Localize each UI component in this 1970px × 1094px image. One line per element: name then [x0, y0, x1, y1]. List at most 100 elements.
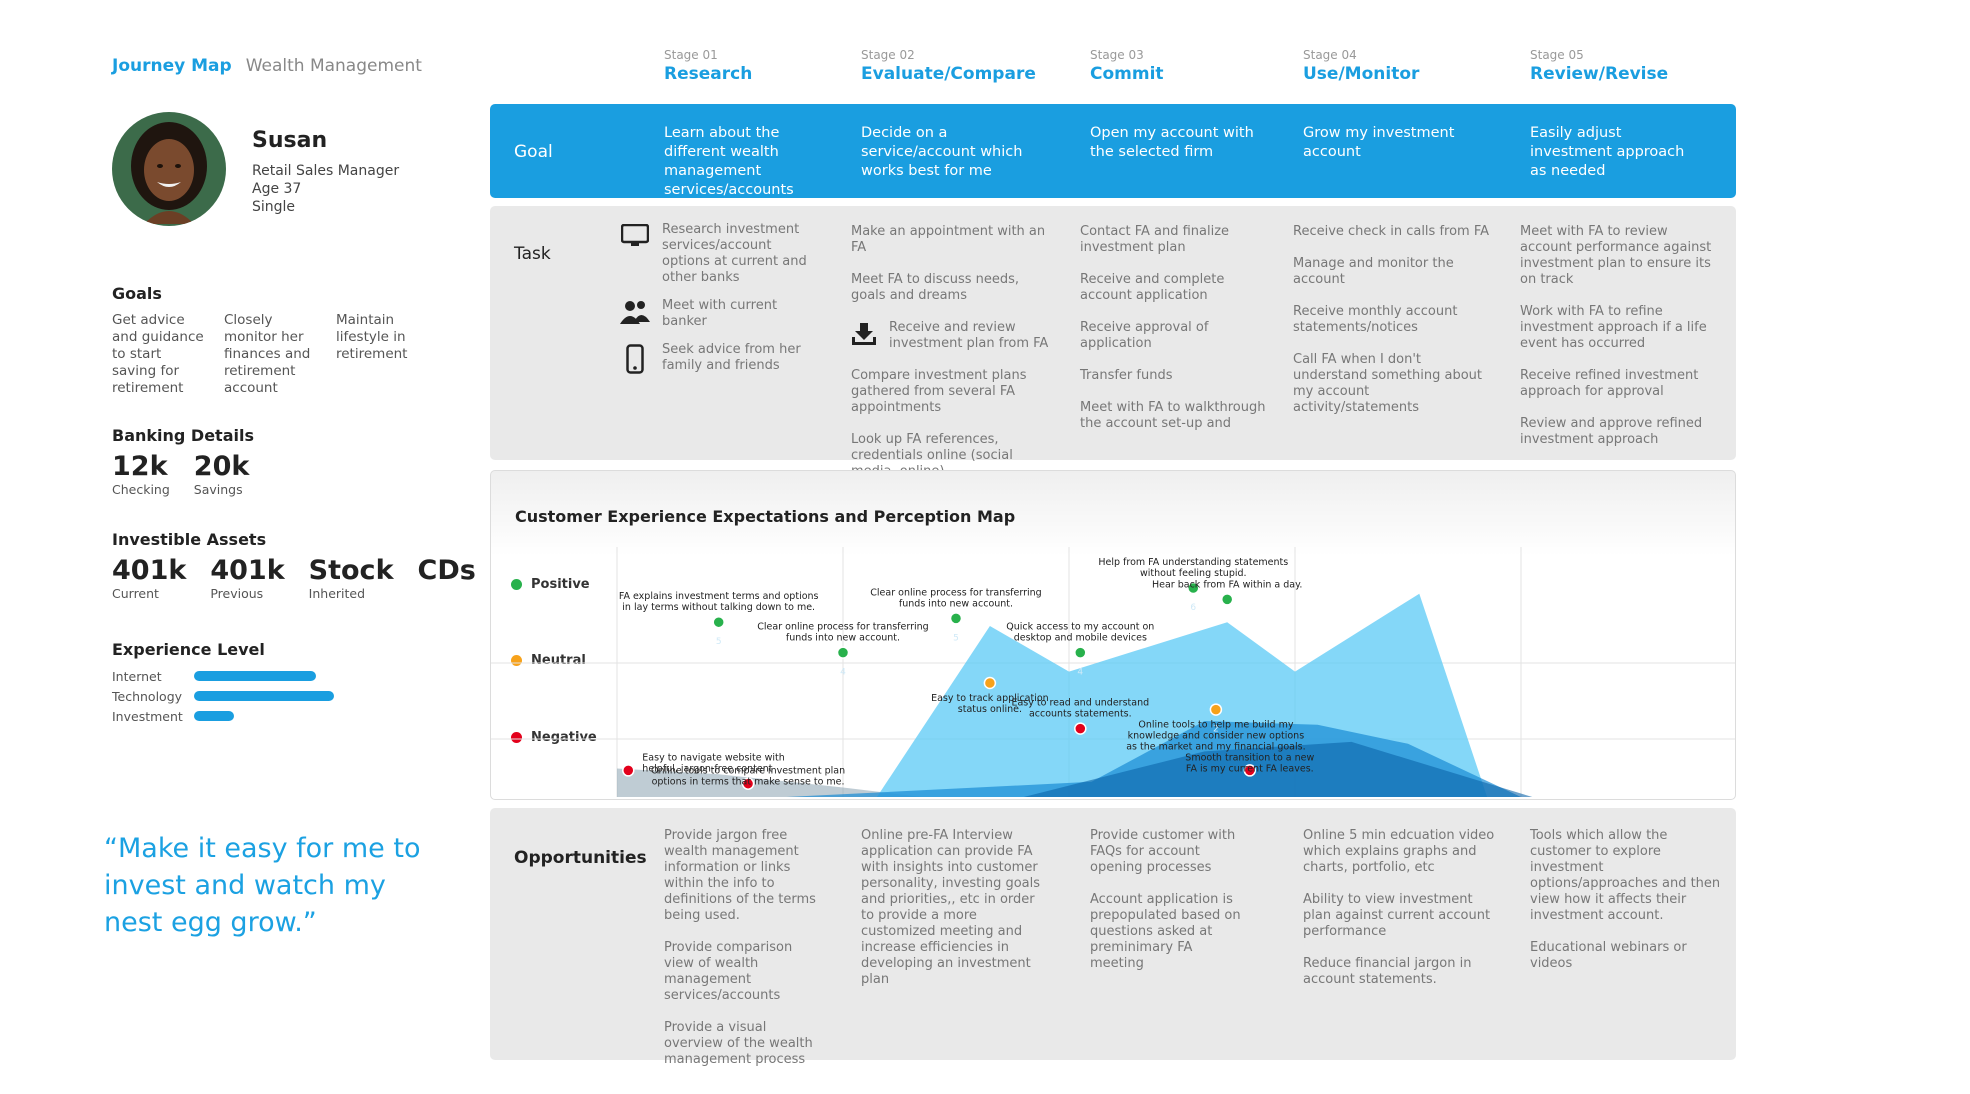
goal-commit: Open my account with the selected firm: [1090, 125, 1254, 160]
touchpoint-label: funds into new account.: [786, 633, 900, 644]
neutral-touchpoint: [1209, 703, 1223, 716]
stage-number: Stage 03: [1090, 48, 1144, 62]
stat-value: 401k: [112, 555, 187, 586]
perception-map: Customer Experience Expectations and Per…: [490, 470, 1736, 800]
assets-title: Investible Assets: [112, 530, 267, 549]
touchpoint-label: knowledge and consider new options: [1128, 731, 1305, 742]
task-text: Manage and monitor the account: [1293, 256, 1454, 287]
opportunity-column-research: Provide jargon free wealth management in…: [664, 828, 820, 1084]
persona-quote: “Make it easy for me to invest and watch…: [104, 833, 421, 938]
goal-item: Closely monitor her finances and retirem…: [224, 312, 311, 396]
touchpoint-label: FA explains investment terms and options: [619, 591, 819, 602]
goal-research: Learn about the different wealth managem…: [664, 125, 794, 198]
opportunity-text: Educational webinars or videos: [1530, 940, 1687, 971]
experience-label: Investment: [112, 708, 183, 724]
touchpoint-score: 2: [1213, 725, 1219, 735]
opportunity-text: Account application is prepopulated base…: [1090, 892, 1241, 971]
goal-use-monitor: Grow my investment account: [1303, 125, 1455, 160]
negative-dot-icon: [511, 732, 522, 743]
opportunity-text: Provide comparison view of wealth manage…: [664, 940, 793, 1003]
experience-bar: [194, 711, 234, 721]
goal-label: Goal: [514, 142, 553, 162]
neutral-dot-icon: [511, 655, 522, 666]
experience-area: [1023, 741, 1533, 797]
touchpoint-label: Clear online process for transferring: [757, 622, 928, 633]
task-column-use-monitor: Receive check in calls from FA Manage an…: [1293, 224, 1489, 432]
touchpoint-score: 5: [716, 637, 722, 647]
persona-age: Age 37: [252, 181, 302, 197]
stat-label: Checking: [112, 482, 170, 497]
opportunity-text: Reduce financial jargon in account state…: [1303, 956, 1472, 987]
stage-number: Stage 04: [1303, 48, 1357, 62]
journey-map-subtitle: Wealth Management: [245, 56, 422, 76]
task-column-commit: Contact FA and finalize investment plan …: [1080, 224, 1270, 448]
opportunity-column-evaluate: Online pre-FA Interview application can …: [861, 828, 1047, 1004]
monitor-icon: [620, 222, 650, 248]
touchpoint-label: Online tools to help me build my: [1138, 720, 1293, 731]
touchpoint-label: Clear online process for transferring: [870, 587, 1041, 598]
opportunity-text: Provide customer with FAQs for account o…: [1090, 828, 1236, 875]
download-icon: [851, 320, 877, 346]
touchpoint-label: status online.: [958, 704, 1022, 715]
experience-label: Internet: [112, 668, 162, 684]
task-text: Research investment services/account opt…: [662, 222, 807, 285]
experience-internet: Internet: [112, 667, 316, 685]
touchpoint-label: FA is my current FA leaves.: [1186, 763, 1314, 774]
stat-value: CDs: [417, 555, 476, 586]
positive-touchpoint: [836, 646, 850, 659]
persona-status: Single: [252, 199, 296, 215]
touchpoint-label: Quick access to my account on: [1006, 622, 1154, 633]
stage-name: Commit: [1090, 64, 1164, 84]
touchpoint-label: desktop and mobile devices: [1014, 633, 1147, 644]
goal-band: Goal Learn about the different wealth ma…: [490, 104, 1736, 198]
touchpoint-label: in lay terms without talking down to me.: [622, 602, 815, 613]
task-text: Receive approval of application: [1080, 320, 1209, 351]
task-text: Review and approve refined investment ap…: [1520, 416, 1703, 447]
experience-title: Experience Level: [112, 640, 265, 659]
touchpoint-label: helpful, jargon-free content: [642, 763, 772, 774]
stat-label: Previous: [210, 586, 264, 601]
task-text: Call FA when I don't understand somethin…: [1293, 352, 1483, 415]
touchpoint-score: 4: [840, 668, 846, 678]
task-item: Receive and review investment plan from …: [851, 320, 1051, 352]
map-title: Customer Experience Expectations and Per…: [515, 507, 1016, 526]
touchpoint-label: options in terms that make sense to me.: [652, 777, 845, 788]
touchpoint-label: funds into new account.: [899, 598, 1013, 609]
experience-bar: [194, 671, 316, 681]
task-text: Look up FA references, credentials onlin…: [851, 432, 1013, 479]
task-text: Transfer funds: [1080, 368, 1173, 383]
task-text: Seek advice from her family and friends: [662, 342, 801, 373]
touchpoint-label: Easy to track application: [931, 693, 1049, 704]
task-item: Research investment services/account opt…: [620, 222, 820, 286]
task-text: Meet with FA to review account performan…: [1520, 224, 1712, 287]
task-text: Receive and review investment plan from …: [889, 320, 1049, 351]
task-text: Work with FA to refine investment approa…: [1520, 304, 1707, 351]
touchpoint-score: 5: [953, 633, 959, 643]
positive-touchpoint: [712, 615, 725, 629]
touchpoint-label: Hear back from FA within a day.: [1152, 579, 1302, 590]
task-text: Receive and complete account application: [1080, 272, 1225, 303]
stat-cds: CDs: [418, 556, 476, 601]
task-text: Compare investment plans gathered from s…: [851, 368, 1027, 415]
task-item: Meet with current banker: [620, 298, 820, 330]
opportunity-text: Provide jargon free wealth management in…: [664, 828, 816, 923]
goal-item: Get advice and guidance to start saving …: [112, 312, 204, 396]
stat-value: 401k: [210, 555, 285, 586]
stat-label: Inherited: [308, 586, 366, 601]
goal-item: Maintain lifestyle in retirement: [336, 312, 408, 362]
positive-touchpoint: [1074, 646, 1087, 659]
stat-label: Current: [112, 586, 159, 601]
persona-info: Retail Sales Manager Age 37 Single: [252, 162, 399, 216]
stat-value: Stock: [308, 555, 394, 586]
people-icon: [620, 298, 650, 324]
goals-list: Get advice and guidance to start saving …: [112, 312, 432, 397]
touchpoint-label: Smooth transition to a new: [1185, 752, 1314, 763]
stage-name: Review/Revise: [1530, 64, 1669, 84]
legend-neutral: Neutral: [511, 653, 586, 668]
